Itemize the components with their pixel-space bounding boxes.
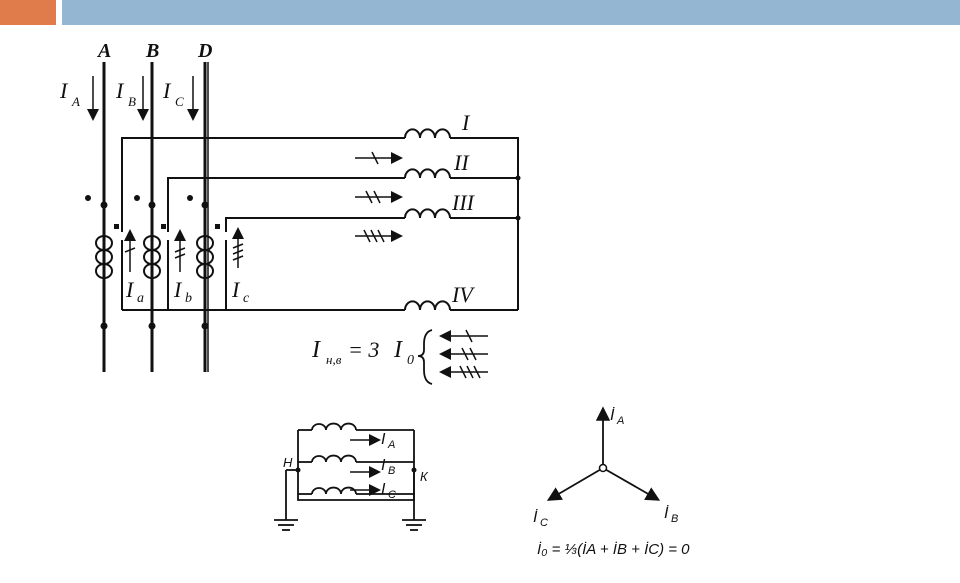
phasor-label-b: İ B (664, 503, 678, 525)
primary-current-c: I C (162, 76, 199, 121)
filter-current-b: I B (381, 457, 395, 477)
svg-text:C: C (175, 94, 184, 109)
relay-wiring (121, 137, 519, 311)
svg-text:c: c (243, 291, 250, 306)
phase-label-b: B (145, 40, 159, 62)
svg-text:b: b (185, 291, 192, 306)
svg-text:I: I (381, 481, 386, 498)
phase-label-d: D (197, 40, 212, 62)
svg-text:A: A (616, 415, 624, 427)
svg-text:I: I (162, 78, 172, 103)
relay-coils (404, 128, 451, 311)
neutral-current-formula: I н,в = 3 I 0 (311, 337, 414, 368)
current-transformers (95, 235, 214, 279)
phasor-label-a: İ A (610, 405, 624, 427)
zero-sequence-formula: İ₀ = ⅓(İA + İB + İC) = 0 (537, 541, 690, 558)
svg-text:I: I (393, 337, 403, 363)
svg-text:I: I (173, 277, 183, 302)
filter-node-k: К (420, 469, 429, 484)
svg-text:İ: İ (610, 405, 615, 424)
svg-text:0: 0 (407, 353, 414, 368)
phase-conductors (102, 62, 207, 372)
svg-text:I: I (311, 337, 321, 363)
svg-text:B: B (388, 465, 395, 477)
primary-current-a: I A (59, 76, 99, 121)
secondary-current-b: I b (173, 277, 192, 306)
relay-label-3: III (451, 190, 476, 215)
secondary-current-a: I a (125, 277, 144, 306)
svg-text:I: I (125, 277, 135, 302)
filter-current-c: I C (381, 481, 396, 501)
primary-current-b: I B (115, 76, 149, 121)
svg-text:I: I (231, 277, 241, 302)
svg-text:C: C (388, 489, 396, 501)
secondary-current-c: I c (231, 277, 250, 306)
filter-current-a: I A (381, 431, 395, 451)
secondary-current-arrows (124, 227, 244, 272)
svg-text:İ: İ (664, 503, 669, 522)
phase-label-a: A (96, 40, 111, 62)
neutral-current-arrows (439, 329, 488, 379)
svg-text:= 3: = 3 (348, 337, 379, 362)
svg-text:I: I (115, 78, 125, 103)
svg-text:A: A (71, 94, 80, 109)
zero-sequence-filter (274, 422, 426, 531)
phasor-label-c: İ C (533, 507, 548, 529)
svg-text:a: a (137, 291, 144, 306)
header-title-band (62, 0, 960, 25)
svg-text:B: B (128, 94, 136, 109)
svg-text:I: I (381, 431, 386, 448)
svg-text:I: I (59, 78, 69, 103)
relay-label-4: IV (451, 282, 475, 307)
svg-text:I: I (381, 457, 386, 474)
filter-node-h: Н (283, 455, 293, 470)
svg-text:C: C (540, 517, 548, 529)
svg-text:A: A (387, 439, 395, 451)
relay-label-1: I (461, 110, 471, 135)
relay-label-2: II (453, 150, 470, 175)
relay-current-arrows (355, 151, 403, 243)
svg-text:İ: İ (533, 507, 538, 526)
phasor-diagram (546, 406, 661, 501)
brace (417, 329, 433, 385)
svg-text:B: B (671, 513, 678, 525)
svg-text:н,в: н,в (326, 352, 342, 367)
header-accent-bar (0, 0, 56, 25)
